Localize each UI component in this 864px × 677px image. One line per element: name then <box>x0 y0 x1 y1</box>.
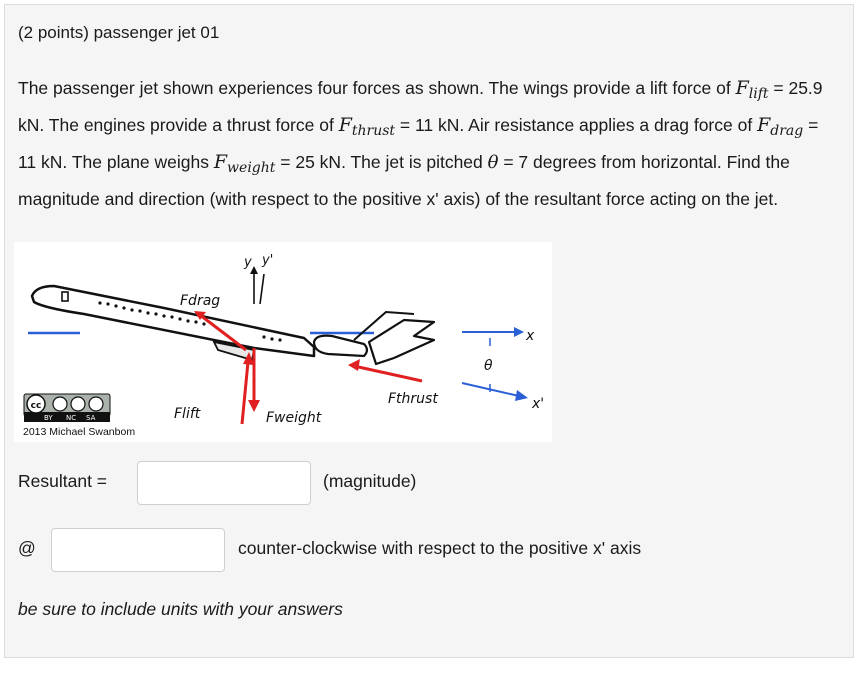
statement-text-2: = 25.9 kN. The engines provide a thrust … <box>18 78 823 135</box>
jet-force-diagram: Fdrag Flift Fweight Fthrust y y' x x' θ … <box>14 242 552 442</box>
license-credit: 2013 Michael Swanbom <box>23 426 135 438</box>
cockpit-door <box>61 291 69 302</box>
magnitude-note: (magnitude) <box>323 471 417 491</box>
thrust-symbol: Fthrust <box>338 114 396 139</box>
x-prime-axis-label: x' <box>531 396 544 412</box>
statement-text-3: = 11 kN. Air resistance applies a drag f… <box>395 115 758 135</box>
drag-symbol: Fdrag <box>757 114 804 139</box>
problem-card: (2 points) passenger jet 01 The passenge… <box>4 4 854 658</box>
weight-label: Fweight <box>266 410 322 426</box>
lift-label: Flift <box>174 406 201 422</box>
y-prime-axis-line <box>259 273 265 305</box>
statement-text-5: = 25 kN. The jet is pitched <box>275 152 488 172</box>
statement-text-4: = 11 kN. The plane weighs <box>18 115 819 172</box>
cc-nc-icon <box>70 396 86 412</box>
x-axis-label: x <box>525 328 535 344</box>
theta-label: θ <box>484 358 493 374</box>
direction-angle-input[interactable] <box>51 528 225 572</box>
drag-arrowhead <box>194 311 206 320</box>
problem-title: (2 points) passenger jet 01 <box>18 23 220 42</box>
cc-sa-icon <box>88 396 104 412</box>
resultant-magnitude-input[interactable] <box>137 461 311 505</box>
fuselage <box>30 284 316 358</box>
tail-stabilizer <box>353 310 415 341</box>
y-prime-axis-label: y' <box>261 253 273 268</box>
theta-symbol: θ <box>487 152 499 173</box>
fuselage-windows <box>98 301 282 342</box>
y-axis-arrowhead <box>250 266 258 274</box>
weight-arrowhead <box>248 400 260 412</box>
lift-arrowhead <box>243 352 254 365</box>
weight-symbol: Fweight <box>213 151 276 176</box>
x-axis-arrowhead <box>514 327 524 337</box>
tail-fin <box>367 318 436 366</box>
cc-mark: cc <box>31 401 42 411</box>
angle-note: counter-clockwise with respect to the po… <box>238 538 642 558</box>
x-prime-axis-arrowhead <box>515 390 528 401</box>
drag-arrow <box>199 313 247 352</box>
engine <box>312 334 369 358</box>
thrust-arrowhead <box>348 359 360 371</box>
thrust-label: Fthrust <box>388 391 438 407</box>
cc-license-badge: cc BY NC SA <box>23 393 111 422</box>
at-label: @ <box>18 538 36 558</box>
statement-text-1: The passenger jet shown experiences four… <box>18 78 736 98</box>
lift-symbol: Flift <box>735 77 769 102</box>
statement-text-6: = 7 degrees from horizontal. Find the ma… <box>18 152 790 209</box>
jet-diagram-svg: Fdrag Flift Fweight Fthrust y y' x x' θ … <box>23 253 544 438</box>
cc-nc-text: NC <box>66 414 76 422</box>
drag-label: Fdrag <box>180 293 220 309</box>
y-axis-label: y <box>243 255 252 270</box>
cc-sa-text: SA <box>86 414 96 422</box>
units-reminder: be sure to include units with your answe… <box>18 599 343 619</box>
cc-by-text: BY <box>44 414 53 422</box>
thrust-arrow <box>353 364 423 383</box>
problem-statement: The passenger jet shown experiences four… <box>18 73 838 215</box>
resultant-label: Resultant = <box>18 471 108 491</box>
lift-arrow <box>240 361 250 425</box>
cc-by-icon <box>52 396 68 412</box>
